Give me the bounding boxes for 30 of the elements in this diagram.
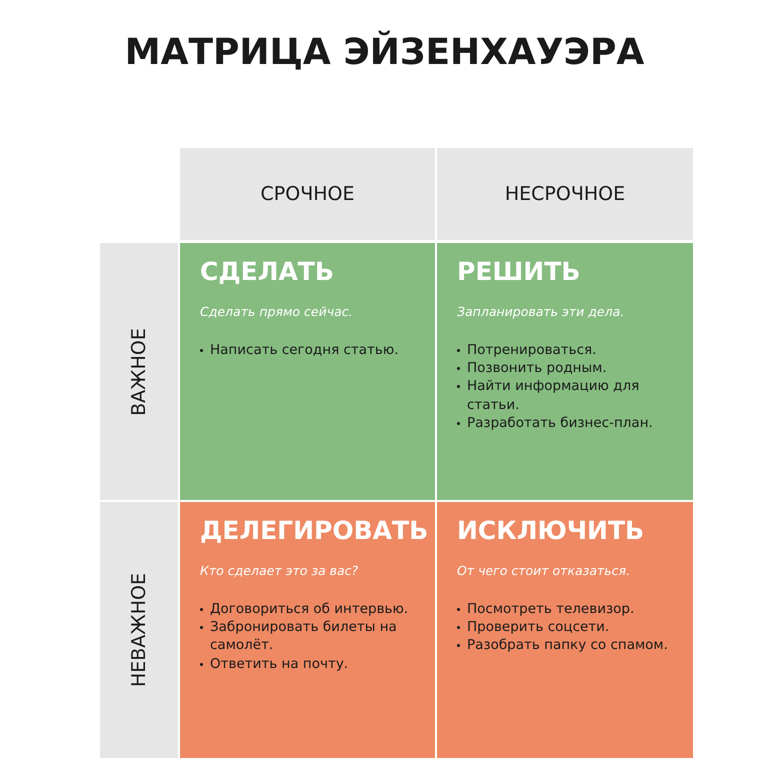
bullet-item: Ответить на почту. xyxy=(200,654,348,673)
bullet-item: Забронировать билеты на самолёт. xyxy=(200,618,415,655)
bullet-item: Позвонить родным. xyxy=(457,359,607,378)
row-label: ВАЖНОЕ xyxy=(128,328,150,416)
quadrant-card xyxy=(437,243,693,500)
title: МАТРИЦА ЭЙЗЕНХАУЭРА xyxy=(124,32,646,73)
quadrant-card xyxy=(180,243,435,500)
bullet-item: Разобрать папку со спамом. xyxy=(457,636,668,655)
column-header: НЕСРОЧНОЕ xyxy=(437,148,693,240)
bullet-item: Разработать бизнес-план. xyxy=(457,414,653,432)
quadrant-heading: СДЕЛАТЬ xyxy=(200,257,334,286)
bullet-item: Потренироваться. xyxy=(457,341,596,360)
column-header: СРОЧНОЕ xyxy=(180,148,435,240)
quadrant-subtitle: Кто сделает это за вас? xyxy=(200,563,358,578)
row-header xyxy=(100,243,178,500)
quadrant-heading: ИСКЛЮЧИТЬ xyxy=(457,516,644,545)
row-header xyxy=(100,502,178,758)
quadrant-heading: РЕШИТЬ xyxy=(457,257,580,286)
bullet-item: Договориться об интервью. xyxy=(200,600,408,618)
bullet-item: Проверить соцсети. xyxy=(457,618,610,636)
quadrant-card xyxy=(437,502,693,758)
quadrant-subtitle: Запланировать эти дела. xyxy=(457,304,624,319)
quadrant-subtitle: Сделать прямо сейчас. xyxy=(200,304,353,319)
bullet-item: Написать сегодня статью. xyxy=(200,341,399,360)
row-label: НЕВАЖНОЕ xyxy=(128,572,150,688)
quadrant-card xyxy=(180,502,435,758)
bullet-item: Посмотреть телевизор. xyxy=(457,600,634,618)
quadrant-heading: ДЕЛЕГИРОВАТЬ xyxy=(200,516,428,545)
quadrant-subtitle: От чего стоит отказаться. xyxy=(457,563,630,578)
bullet-item: Найти информацию для статьи. xyxy=(457,377,672,414)
